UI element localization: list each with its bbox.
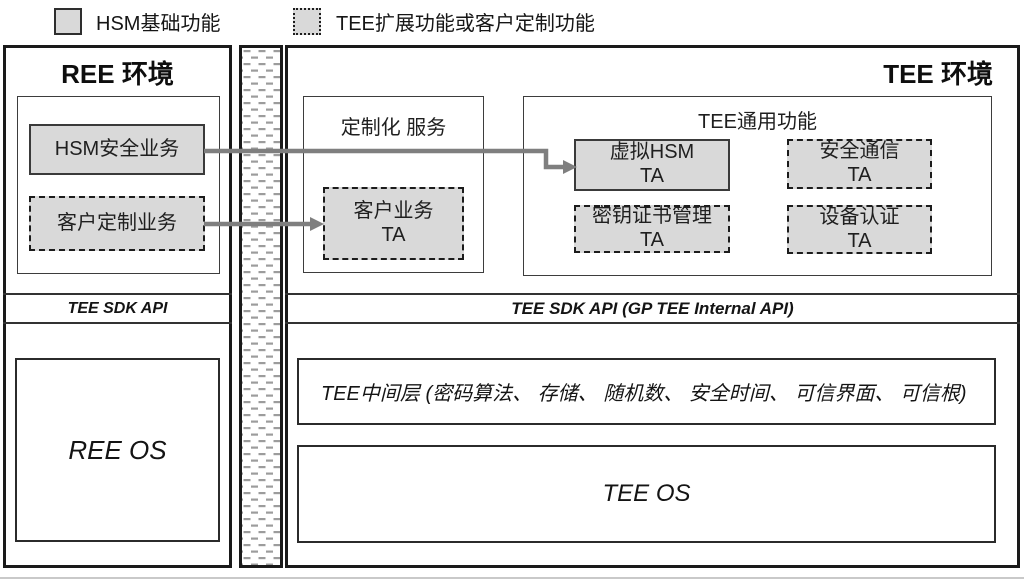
device-auth-ta-line1: 设备认证 bbox=[819, 205, 900, 228]
device-auth-ta-line2: TA bbox=[847, 229, 872, 252]
tee-sdk-api-band: TEE SDK API (GP TEE Internal API) bbox=[285, 293, 1020, 324]
ree-title: REE 环境 bbox=[61, 59, 174, 89]
virtual-hsm-ta-line1: 虚拟HSM bbox=[609, 141, 695, 164]
custom-service-group-title: 定制化 服务 bbox=[340, 117, 447, 139]
key-cert-ta-line2: TA bbox=[639, 229, 665, 251]
legend-tee-swatch-icon bbox=[293, 8, 321, 35]
secure-comm-ta-line1: 安全通信 bbox=[819, 140, 900, 163]
hsm-security-service-box: HSM安全业务 bbox=[29, 124, 205, 175]
virtual-hsm-ta-box: 虚拟HSM TA bbox=[574, 139, 730, 191]
hsm-security-service-label: HSM安全业务 bbox=[54, 137, 180, 160]
legend-hsm-swatch-icon bbox=[54, 8, 82, 35]
ree-sdk-api-label: TEE SDK API bbox=[67, 299, 168, 317]
bottom-divider bbox=[0, 577, 1024, 579]
customer-custom-service-box: 客户定制业务 bbox=[29, 196, 205, 251]
ree-services-group: HSM安全业务 客户定制业务 bbox=[17, 96, 220, 274]
tee-middleware-label: TEE中间层 (密码算法、 存储、 随机数、 安全时间、 可信界面、 可信根) bbox=[321, 383, 967, 405]
secure-comm-ta-line2: TA bbox=[847, 164, 872, 186]
ree-os-box: REE OS bbox=[15, 358, 220, 542]
legend-hsm-label: HSM基础功能 bbox=[96, 13, 221, 35]
tee-middleware-box: TEE中间层 (密码算法、 存储、 随机数、 安全时间、 可信界面、 可信根) bbox=[297, 358, 996, 425]
ree-tee-boundary-strip bbox=[239, 45, 283, 568]
key-cert-ta-line1: 密钥证书管理 bbox=[592, 205, 712, 228]
tee-common-group: TEE通用功能 虚拟HSM TA 安全通信 TA 密钥证书管理 TA 设备认证 … bbox=[523, 96, 992, 276]
tee-environment-box: TEE 环境 定制化 服务 客户业务 TA TEE通用功能 虚拟HSM TA 安… bbox=[285, 45, 1020, 568]
customer-ta-line1: 客户业务 bbox=[353, 199, 434, 222]
secure-comm-ta-box: 安全通信 TA bbox=[787, 139, 932, 189]
customer-custom-service-label: 客户定制业务 bbox=[57, 211, 177, 234]
ree-sdk-api-band: TEE SDK API bbox=[3, 293, 232, 324]
key-cert-ta-box: 密钥证书管理 TA bbox=[574, 205, 730, 253]
customer-ta-line2: TA bbox=[381, 223, 406, 246]
ree-environment-box: REE 环境 HSM安全业务 客户定制业务 TEE SDK API REE OS bbox=[3, 45, 232, 568]
boundary-dash-pattern bbox=[242, 48, 280, 565]
legend-tee-label: TEE扩展功能或客户定制功能 bbox=[336, 13, 595, 35]
device-auth-ta-box: 设备认证 TA bbox=[787, 205, 932, 254]
virtual-hsm-ta-line2: TA bbox=[639, 165, 665, 187]
tee-os-box: TEE OS bbox=[297, 445, 996, 543]
ree-os-label: REE OS bbox=[68, 434, 167, 465]
tee-sdk-api-label: TEE SDK API (GP TEE Internal API) bbox=[511, 298, 794, 318]
tee-title: TEE 环境 bbox=[883, 59, 993, 89]
customer-ta-box: 客户业务 TA bbox=[323, 187, 464, 260]
tee-os-label: TEE OS bbox=[602, 480, 691, 507]
tee-common-group-title: TEE通用功能 bbox=[698, 111, 817, 133]
custom-service-group: 定制化 服务 客户业务 TA bbox=[303, 96, 484, 273]
